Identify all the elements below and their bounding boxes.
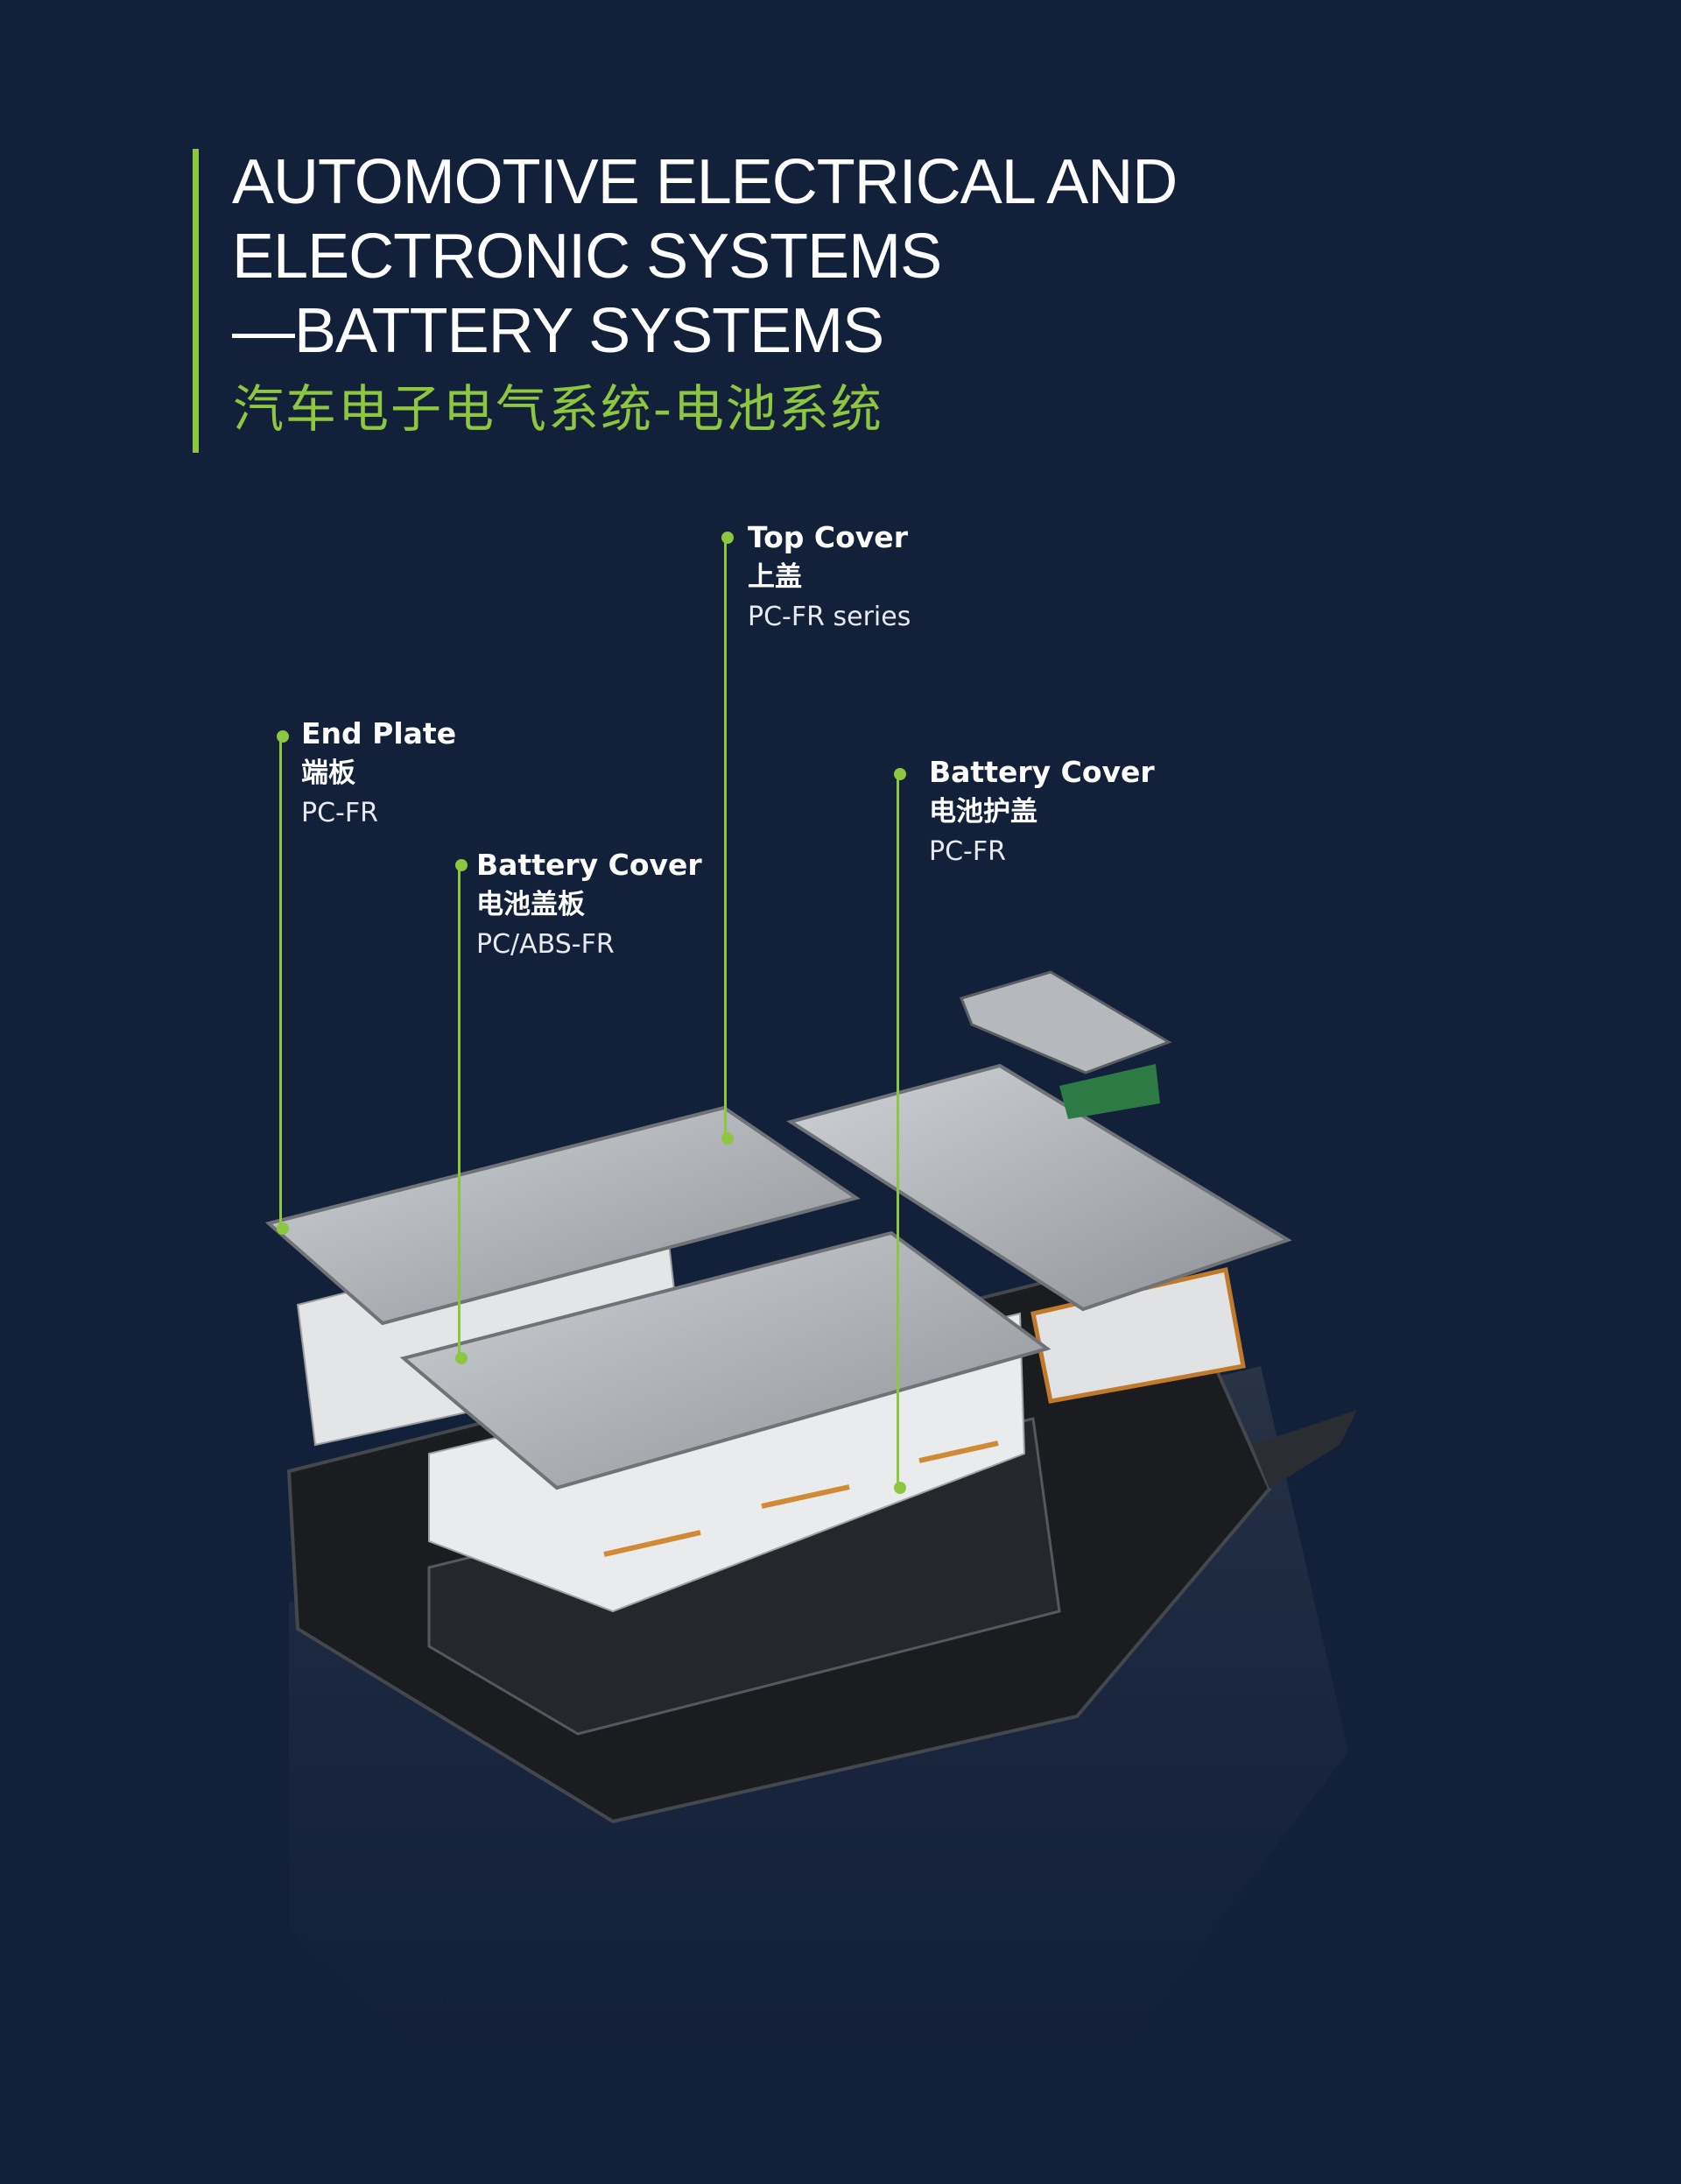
battery-cover-plate-leader-line — [458, 865, 461, 1358]
top-cover-marker-dot — [721, 532, 734, 544]
right-battery-cover-plate — [786, 1063, 1292, 1312]
battery-protective-cover-anchor-dot — [894, 1482, 906, 1494]
callout-title-cn: 端板 — [301, 757, 355, 789]
callout-title-cn: 电池盖板 — [476, 889, 585, 920]
bms-box — [959, 970, 1172, 1119]
top-cover-plate — [264, 1105, 861, 1326]
callout-battery-cover-plate: Battery Cover 电池盖板 PC/ABS-FR — [476, 846, 702, 965]
end-plate-marker-dot — [277, 730, 289, 743]
end-plate-leader-line — [279, 736, 282, 1229]
callout-battery-protective-cover: Battery Cover 电池护盖 PC-FR — [929, 753, 1155, 872]
callout-title: Top Cover — [748, 520, 908, 554]
callout-top-cover: Top Cover 上盖 PC-FR series — [748, 518, 911, 638]
title-line-1: AUTOMOTIVE ELECTRICAL AND — [232, 147, 1178, 217]
callout-material: PC-FR — [929, 836, 1006, 867]
battery-cover-plate-marker-dot — [455, 859, 468, 871]
battery-protective-cover-leader-line — [897, 774, 899, 1488]
battery-cover-plate-anchor-dot — [455, 1352, 468, 1364]
page-subtitle-chinese: 汽车电子电气系统-电池系统 — [233, 379, 883, 439]
middle-battery-cover-plate — [399, 1230, 1052, 1490]
callout-material: PC/ABS-FR — [476, 929, 615, 960]
end-plate-anchor-dot — [277, 1222, 289, 1235]
callout-title: Battery Cover — [929, 755, 1155, 789]
callout-material: PC-FR series — [748, 602, 911, 632]
top-cover-anchor-dot — [721, 1132, 734, 1145]
title-line-3: —BATTERY SYSTEMS — [232, 296, 884, 366]
accent-bar — [193, 149, 199, 453]
callout-title: Battery Cover — [476, 848, 702, 882]
callout-title-cn: 电池护盖 — [929, 796, 1037, 828]
callout-end-plate: End Plate 端板 PC-FR — [301, 715, 456, 834]
callout-title-cn: 上盖 — [748, 561, 802, 593]
battery-protective-cover-marker-dot — [894, 768, 906, 780]
top-cover-leader-line — [724, 538, 727, 1138]
title-line-2: ELECTRONIC SYSTEMS — [232, 222, 942, 292]
callout-material: PC-FR — [301, 798, 378, 828]
callout-title: End Plate — [301, 716, 457, 750]
page-title: AUTOMOTIVE ELECTRICAL AND ELECTRONIC SYS… — [232, 145, 1178, 369]
